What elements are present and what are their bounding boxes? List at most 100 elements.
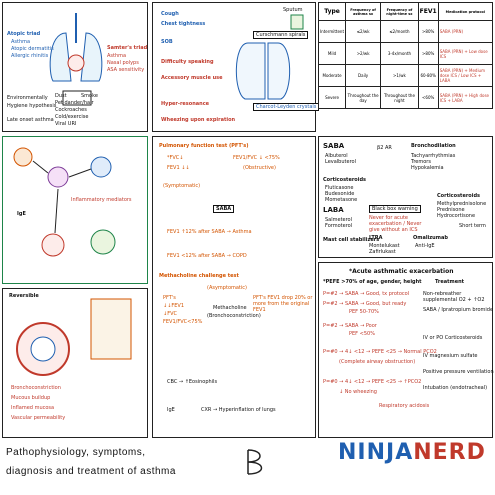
bronchodilation-label: Bronchodilation — [411, 143, 456, 149]
effect-item: Inflamed mucosa — [11, 405, 55, 411]
table-cell: 60-80% — [417, 64, 439, 87]
trigger-item: Cold/exercise — [55, 114, 89, 120]
symptom-item: Chest tightness — [161, 21, 206, 27]
env-item: Late onset asthma — [7, 117, 54, 123]
symptom-item: Accessory muscle use — [161, 75, 223, 81]
symptom-item: Hyper-resonance — [161, 101, 210, 107]
severity-table: Type Frequency of asthma sx Frequency of… — [317, 2, 494, 109]
table-header: Medication protocol — [437, 2, 494, 21]
airway-panel: Reversible Bronchoconstriction Mucous bu… — [2, 288, 148, 438]
broncho-label: (Bronchoconstriction) — [207, 313, 261, 319]
symptom-item: SOB — [161, 39, 173, 45]
sputum-label: Sputum — [283, 7, 303, 13]
omali-label: Omalizumab — [413, 235, 448, 241]
fvc-line: *FVC↓ — [167, 155, 184, 161]
side-effect: Tachyarrhythmias — [411, 153, 456, 159]
flow-item: P=#2 → SABA → Poor — [323, 323, 377, 329]
receptor-label: β2 AR — [377, 145, 392, 151]
trigger-item: Viral URI — [55, 121, 77, 127]
table-header: Frequency of asthma sx — [345, 2, 382, 21]
laba-item: Formoterol — [325, 223, 353, 229]
atopic-item: Allergic rhinitis — [11, 53, 49, 59]
cortico-oral-item: Prednisone — [437, 207, 465, 213]
asthma-branch: FEV1 ↑12% after SABA → Asthma — [167, 229, 252, 235]
table-cell: ≤2/wk — [345, 20, 382, 43]
pft-title: Pulmonary function test (PFT's) — [159, 143, 249, 149]
symptomatic-label: (Symptomatic) — [163, 183, 201, 189]
triad-panel: Atopic triad Asthma Atopic dermatitis Al… — [2, 2, 148, 132]
reversible-label: Reversible — [9, 293, 39, 299]
charcot-label: Charcot-Leyden crystals — [253, 103, 320, 111]
diagnosis-panel: Pulmonary function test (PFT's) *FVC↓ FE… — [152, 136, 316, 438]
cortico-item: Mometasone — [325, 197, 358, 203]
table-cell: >2/wk — [345, 42, 382, 65]
atopic-item: Asthma — [11, 39, 31, 45]
table-cell: Moderate — [317, 64, 347, 87]
saba-item: Levalbuterol — [325, 159, 356, 165]
ige-label: IgE — [17, 211, 26, 217]
treatment-step: Non-rebreather supplemental O2 + ↑O2 — [423, 291, 485, 303]
flow-item: P=#0 → 4↓ <12 → PEFE <25 → ↑PCO2 — [323, 379, 422, 385]
flow-item: P=#2 → SABA → Good, tx protocol — [323, 291, 410, 297]
fev1-line: FEV1 ↓↓ — [167, 165, 190, 171]
black-box-label: Black box warning — [369, 205, 421, 213]
trigger-item: Dust — [55, 93, 67, 99]
trigger-item: Pet dander/hair — [55, 100, 94, 106]
treatment-title: Treatment — [435, 279, 465, 285]
pft-left-item: PFT's — [163, 295, 176, 301]
saba-item: Albuterol — [325, 153, 348, 159]
omali-note: Anti-IgE — [415, 243, 435, 249]
table-cell: SABA (PRN) + Low dose ICS — [437, 42, 494, 65]
treatment-step: Intubation (endotracheal) — [423, 385, 488, 391]
peef-line: *PEFE >70% of age, gender, height — [323, 279, 422, 285]
flow-item: ↓ No wheezing — [339, 389, 377, 395]
airway-crosssection — [16, 298, 132, 376]
flow-item: PEF 50-70% — [349, 309, 379, 315]
table-header: Type — [317, 2, 347, 21]
short-term-label: Short term — [459, 223, 486, 229]
flow-item: (Complete airway obstruction) — [339, 359, 416, 365]
mast-label: Mast cell stabilizers — [323, 237, 380, 243]
laba-note: Never for acute exacerbation / Never giv… — [369, 215, 422, 233]
ltra-label: LTRA — [369, 235, 383, 241]
samter-item: ASA sensitivity — [107, 67, 145, 73]
flow-item: PEF <50% — [349, 331, 375, 337]
pft-left-item: ↓FVC — [163, 311, 177, 317]
samter-item: Nasal polyps — [107, 60, 139, 66]
symptom-item: Cough — [161, 11, 179, 17]
table-cell: ≤2/month — [380, 20, 419, 43]
cortico-item: Fluticasone — [325, 185, 354, 191]
atopic-triad-title: Atopic triad — [7, 31, 41, 37]
samter-triad-title: Samter's triad — [107, 45, 148, 51]
logo-part: NINJA — [338, 440, 414, 465]
ltra-item: Zafirlukast — [369, 249, 396, 255]
methacholine-label: Methacholine — [213, 305, 247, 311]
table-cell: Throughout the night — [380, 86, 419, 109]
lung-sputum-illustration — [235, 14, 304, 100]
cortico-title-oral: Corticosteroids — [437, 193, 481, 199]
table-cell: SABA (PRN) + Medium dose ICS / Low ICS +… — [437, 64, 494, 87]
treatment-step: IV magnesium sulfate — [423, 353, 478, 359]
cxr-line: CXR → Hyperinflation of lungs — [201, 407, 276, 413]
ltra-item: Montelukast — [369, 243, 400, 249]
copd-branch: FEV1 <12% after SABA → COPD — [167, 253, 247, 259]
cortico-oral-item: Methylprednisolone — [437, 201, 487, 207]
footer-title-line1: Pathophysiology, symptoms, — [6, 447, 146, 458]
cortico-title: Corticosteroids — [323, 177, 367, 183]
table-cell: Mild — [317, 42, 347, 65]
symptom-item: Wheezing upon expiration — [161, 117, 236, 123]
acute-title: *Acute asthmatic exacerbation — [349, 268, 454, 275]
trigger-item: Smoke — [81, 93, 98, 99]
env-item: Hygiene hypothesis — [7, 103, 57, 109]
ninja-nerd-logo: NINJANERD — [338, 440, 486, 465]
table-cell: Severe — [317, 86, 347, 109]
treatment-step: Positive pressure ventilation — [423, 369, 494, 375]
table-cell: >80% — [417, 20, 439, 43]
effect-item: Mucous buildup — [11, 395, 51, 401]
table-cell: SABA (PRN) + High dose ICS + LABA — [437, 86, 494, 109]
signature-icon — [247, 449, 263, 475]
symptom-item: Difficulty speaking — [161, 59, 214, 65]
cortico-oral-item: Hydrocortisone — [437, 213, 476, 219]
treatment-step: SABA / Ipratropium bromide — [423, 307, 494, 313]
footer-title-line2: diagnosis and treatment of asthma — [6, 466, 176, 477]
